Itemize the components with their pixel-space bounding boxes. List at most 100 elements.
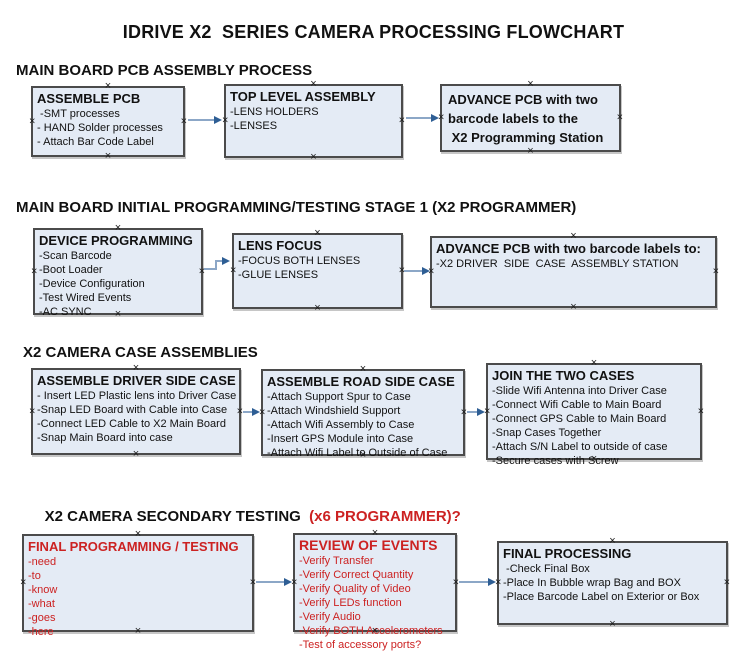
box-line: -GLUE LENSES xyxy=(238,269,319,281)
box-line: barcode labels to the xyxy=(448,111,579,126)
connector-handle-icon: × xyxy=(314,302,321,314)
flow-box-lens-focus: LENS FOCUS -FOCUS BOTH LENSES -GLUE LENS… xyxy=(230,228,405,314)
box-line: -what xyxy=(28,598,55,610)
box-line: ADVANCE PCB with two xyxy=(448,92,598,107)
box-line: -Verify BOTH Accelerometers xyxy=(299,625,443,637)
connector-handle-icon: × xyxy=(132,448,140,460)
flow-arrow xyxy=(404,267,430,275)
box-line: -Boot Loader xyxy=(39,264,103,276)
flow-arrow xyxy=(256,578,292,586)
connector-handle-icon: × xyxy=(104,150,112,162)
connector-handle-icon: × xyxy=(398,114,405,127)
connector-handle-icon: × xyxy=(452,576,459,588)
connector-handle-icon: × xyxy=(697,405,704,417)
flow-arrow xyxy=(243,408,260,416)
box-line: -Connect Wifi Cable to Main Board xyxy=(492,399,662,411)
box-title: FINAL PROGRAMMING / TESTING xyxy=(28,539,239,554)
connector-handle-icon: × xyxy=(590,453,598,465)
box-title: FINAL PROCESSING xyxy=(503,546,632,561)
box-line: -Check Final Box xyxy=(503,563,590,575)
box-line: -know xyxy=(28,584,58,596)
section-heading-secondary-testing: X2 CAMERA SECONDARY TESTING (x6 PROGRAMM… xyxy=(28,491,461,542)
box-line: -Secure cases with Screw xyxy=(492,455,619,467)
flow-box-final-programming-testing: FINAL PROGRAMMING / TESTING -need -to -k… xyxy=(20,529,256,639)
box-line: - Insert LED Plastic lens into Driver Ca… xyxy=(37,390,237,402)
connector-handle-icon: × xyxy=(314,227,321,239)
flow-box-assemble-pcb: ASSEMBLE PCB -SMT processes - HAND Solde… xyxy=(29,81,187,162)
box-title: REVIEW OF EVENTS xyxy=(299,537,438,553)
connector-handle-icon: × xyxy=(310,151,317,163)
box-line: -Place In Bubble wrap Bag and BOX xyxy=(503,577,681,589)
flow-box-assemble-driver-side-case: ASSEMBLE DRIVER SIDE CASE - Insert LED P… xyxy=(29,363,243,460)
section-heading-text: X2 CAMERA SECONDARY TESTING xyxy=(44,508,301,525)
box-line: -need xyxy=(28,556,57,568)
box-line: -Scan Barcode xyxy=(39,250,112,262)
flow-box-final-processing: FINAL PROCESSING -Check Final Box -Place… xyxy=(495,536,730,630)
section-heading-pcb-assembly: MAIN BOARD PCB ASSEMBLY PROCESS xyxy=(16,62,313,79)
flow-box-advance-pcb-driver-side-station: ADVANCE PCB with two barcode labels to: … xyxy=(428,231,719,313)
section-heading-case-assemblies: X2 CAMERA CASE ASSEMBLIES xyxy=(23,344,258,361)
page-title: IDRIVE X2 SERIES CAMERA PROCESSING FLOWC… xyxy=(122,22,625,42)
connector-handle-icon: × xyxy=(359,449,367,461)
box-line: -Attach S/N Label to outside of case xyxy=(492,441,668,453)
section-heading-initial-programming: MAIN BOARD INITIAL PROGRAMMING/TESTING S… xyxy=(16,199,577,216)
connector-handle-icon: × xyxy=(616,111,623,124)
flow-box-top-level-assembly: TOP LEVEL ASSEMBLY -LENS HOLDERS -LENSES… xyxy=(222,79,405,163)
box-line: -AC SYNC xyxy=(39,306,92,318)
flow-box-review-of-events: REVIEW OF EVENTS -Verify Transfer -Verif… xyxy=(291,528,459,652)
box-line: -Snap Main Board into case xyxy=(37,432,173,444)
connector-handle-icon: × xyxy=(495,576,502,589)
box-line: -Connect LED Cable to X2 Main Board xyxy=(37,418,226,430)
connector-handle-icon: × xyxy=(230,264,237,277)
flow-arrow xyxy=(188,116,222,124)
connector-handle-icon: × xyxy=(29,115,36,127)
box-line: - Attach Bar Code Label xyxy=(37,136,154,148)
flow-arrow xyxy=(406,114,439,122)
elbow-connector-arrow xyxy=(204,257,230,270)
flow-box-assemble-road-side-case: ASSEMBLE ROAD SIDE CASE -Attach Support … xyxy=(259,364,467,461)
box-line: -Attach Support Spur to Case xyxy=(267,391,411,403)
connector-handle-icon: × xyxy=(291,576,298,588)
box-line: -Device Configuration xyxy=(39,278,145,290)
connector-handle-icon: × xyxy=(134,528,142,540)
box-line: -Slide Wifi Antenna into Driver Case xyxy=(492,385,667,397)
connector-handle-icon: × xyxy=(609,535,616,547)
connector-handle-icon: × xyxy=(590,357,598,369)
box-title: JOIN THE TWO CASES xyxy=(492,368,635,383)
box-line: -here xyxy=(28,626,54,638)
box-title: ADVANCE PCB with two barcode labels to: xyxy=(436,241,701,256)
connector-handle-icon: × xyxy=(460,406,467,418)
connector-handle-icon: × xyxy=(104,80,112,92)
connector-handle-icon: × xyxy=(712,265,719,278)
box-line: -Verify Correct Quantity xyxy=(299,569,414,581)
connector-handle-icon: × xyxy=(570,230,577,242)
connector-handle-icon: × xyxy=(180,115,187,127)
box-title: ASSEMBLE PCB xyxy=(37,91,141,106)
connector-handle-icon: × xyxy=(114,222,122,234)
box-line: -Verify Audio xyxy=(299,611,361,623)
box-line: -FOCUS BOTH LENSES xyxy=(238,255,361,267)
box-title: ASSEMBLE ROAD SIDE CASE xyxy=(267,374,455,389)
box-line: -Verify LEDs function xyxy=(299,597,402,609)
connector-handle-icon: × xyxy=(29,405,36,417)
box-line: - HAND Solder processes xyxy=(37,122,163,134)
connector-handle-icon: × xyxy=(371,625,379,637)
box-line: -LENSES xyxy=(230,120,278,132)
flow-arrow xyxy=(467,408,485,416)
connector-handle-icon: × xyxy=(310,78,317,90)
connector-handle-icon: × xyxy=(398,264,405,277)
flow-box-join-the-two-cases: JOIN THE TWO CASES -Slide Wifi Antenna i… xyxy=(484,358,704,468)
box-title: DEVICE PROGRAMMING xyxy=(39,233,193,248)
connector-handle-icon: × xyxy=(371,527,379,539)
connector-handle-icon: × xyxy=(428,265,435,278)
section-heading-red-text: (x6 PROGRAMMER)? xyxy=(300,508,461,525)
connector-handle-icon: × xyxy=(236,405,243,417)
box-line: -LENS HOLDERS xyxy=(230,106,319,118)
connector-handle-icon: × xyxy=(723,576,730,589)
connector-handle-icon: × xyxy=(198,265,205,277)
box-line: -SMT processes xyxy=(37,108,120,120)
box-line: -to xyxy=(28,570,41,582)
box-line: -Attach Windshield Support xyxy=(267,405,401,417)
box-line: -Test Wired Events xyxy=(39,292,132,304)
